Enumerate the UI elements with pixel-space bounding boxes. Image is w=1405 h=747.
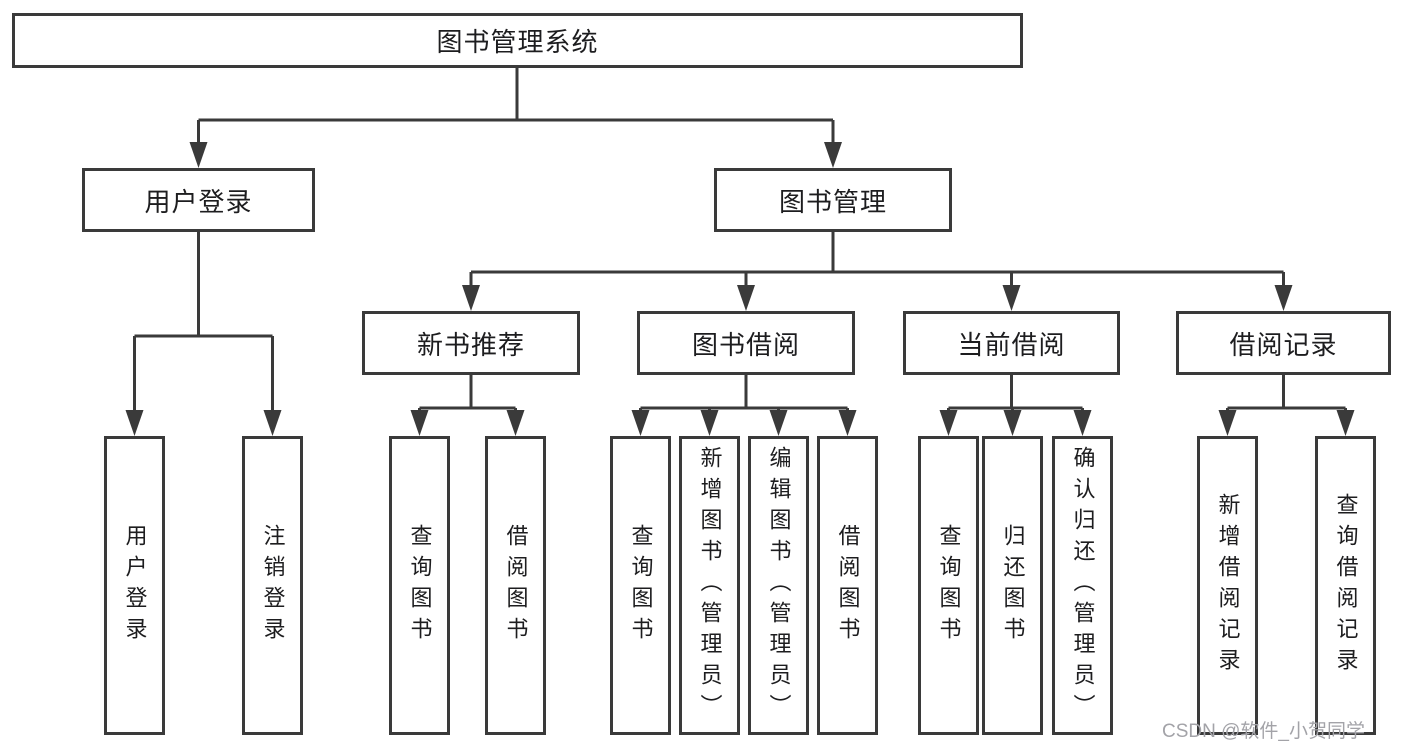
node-label: 图书管理 [778, 186, 887, 217]
node-new-book-recommendation: 新书推荐 [362, 311, 580, 375]
arrow-icon [410, 410, 429, 436]
node-current-borrowing: 当前借阅 [903, 311, 1120, 375]
leaf-edit-book-admin: 编辑图书（管理员） [748, 436, 809, 735]
node-label: 借阅图书 [503, 523, 529, 648]
arrow-icon [263, 410, 282, 436]
node-label: 图书借阅 [691, 329, 800, 360]
arrow-icon [189, 142, 208, 168]
node-label: 借阅记录 [1229, 329, 1338, 360]
node-label: 用户登录 [122, 523, 148, 648]
leaf-query-books-borrowing: 查询图书 [610, 436, 671, 735]
node-label: 查询图书 [407, 523, 433, 648]
arrow-icon [838, 410, 857, 436]
node-label: 注销登录 [260, 523, 286, 648]
arrow-icon [769, 410, 788, 436]
node-label: 确认归还（管理员） [1070, 446, 1096, 725]
arrow-icon [1218, 410, 1237, 436]
node-label: 当前借阅 [957, 329, 1066, 360]
node-user-login: 用户登录 [82, 168, 315, 232]
node-label: 新增借阅记录 [1215, 492, 1241, 679]
arrow-icon [462, 285, 480, 311]
node-label: 归还图书 [1000, 523, 1026, 648]
leaf-return-books: 归还图书 [982, 436, 1043, 735]
node-book-borrowing: 图书借阅 [637, 311, 855, 375]
arrow-icon [737, 285, 755, 311]
node-label: 用户登录 [144, 186, 253, 217]
arrow-icon [700, 410, 719, 436]
node-label: 借阅图书 [835, 523, 861, 648]
node-root-system: 图书管理系统 [12, 13, 1023, 68]
node-label: 新增图书（管理员） [697, 446, 723, 725]
arrow-icon [506, 410, 525, 436]
arrow-icon [1274, 285, 1293, 311]
leaf-borrow-books-recommend: 借阅图书 [485, 436, 546, 735]
arrow-icon [1336, 410, 1355, 436]
leaf-confirm-return-admin: 确认归还（管理员） [1052, 436, 1113, 735]
arrow-icon [1073, 410, 1092, 436]
node-label: 查询图书 [936, 523, 962, 648]
leaf-user-login: 用户登录 [104, 436, 165, 735]
arrow-icon [824, 142, 842, 168]
node-label: 图书管理系统 [436, 27, 599, 57]
leaf-borrow-books-borrowing: 借阅图书 [817, 436, 878, 735]
node-label: 查询借阅记录 [1333, 492, 1359, 679]
leaf-logout: 注销登录 [242, 436, 303, 735]
arrow-icon [1003, 410, 1022, 436]
arrow-icon [939, 410, 958, 436]
leaf-query-borrow-record: 查询借阅记录 [1315, 436, 1376, 735]
node-label: 新书推荐 [416, 329, 525, 360]
node-borrowing-records: 借阅记录 [1176, 311, 1391, 375]
leaf-query-books-current: 查询图书 [918, 436, 979, 735]
node-label: 查询图书 [628, 523, 654, 648]
leaf-add-book-admin: 新增图书（管理员） [679, 436, 740, 735]
node-label: 编辑图书（管理员） [766, 446, 792, 725]
leaf-query-books-recommend: 查询图书 [389, 436, 450, 735]
node-book-management: 图书管理 [714, 168, 952, 232]
arrow-icon [125, 410, 144, 436]
arrow-icon [631, 410, 650, 436]
leaf-add-borrow-record: 新增借阅记录 [1197, 436, 1258, 735]
arrow-icon [1002, 285, 1021, 311]
